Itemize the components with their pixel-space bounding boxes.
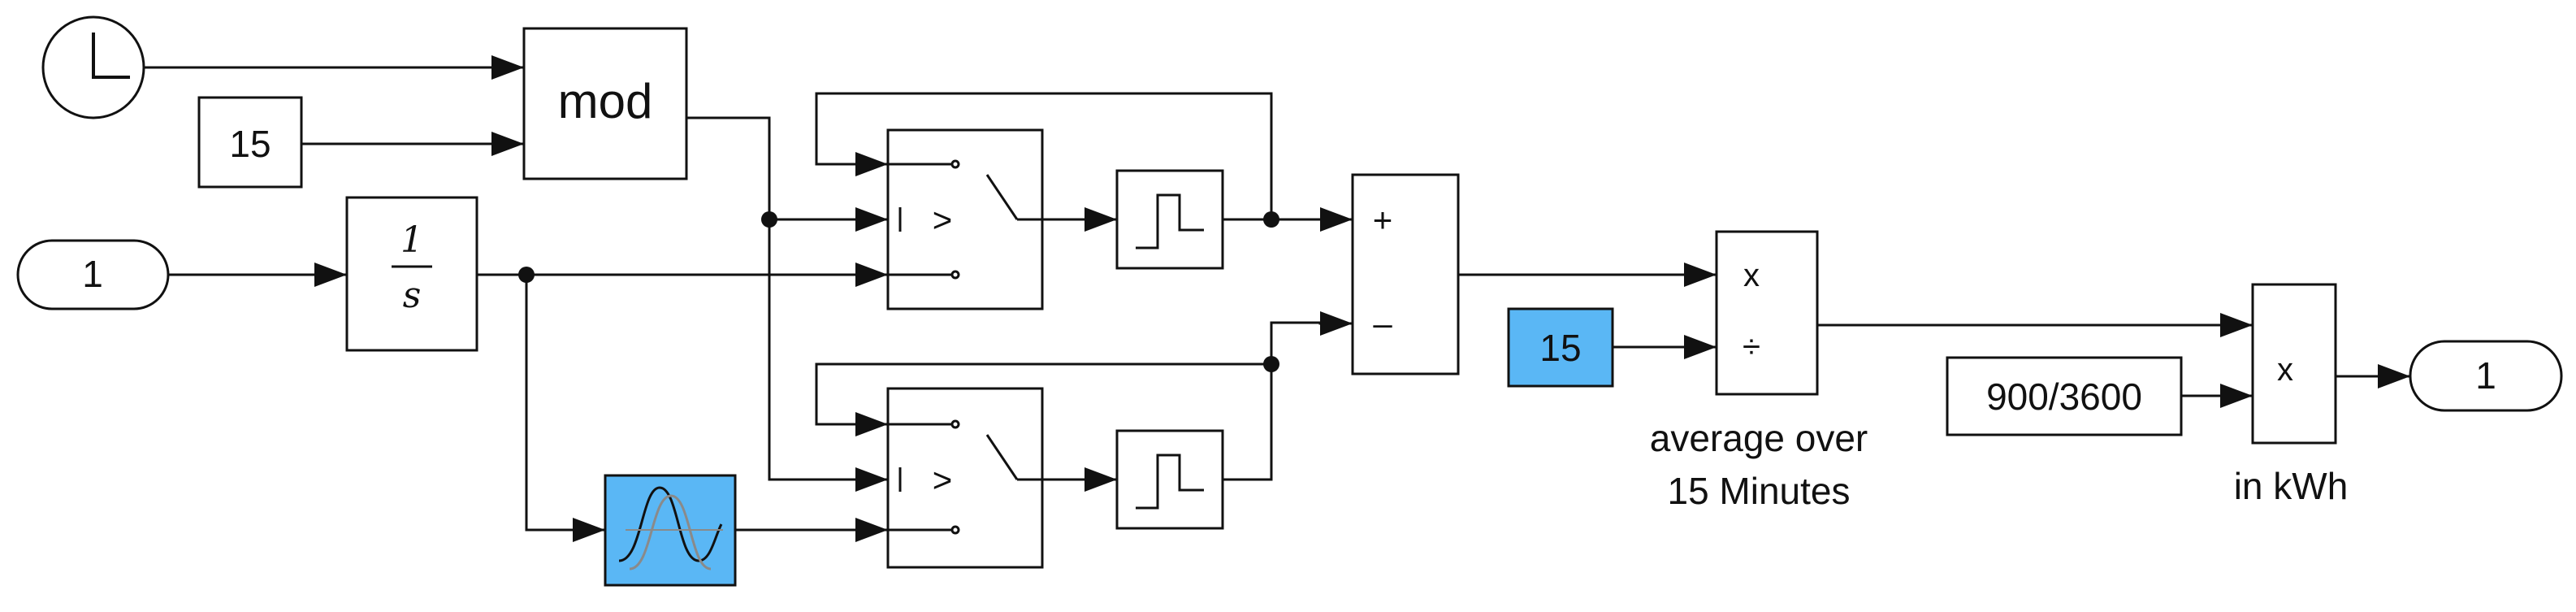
switch-bottom-block[interactable]: >	[886, 387, 1044, 569]
line-mod-to-branch	[686, 116, 771, 219]
switch-top-block[interactable]: >	[886, 128, 1044, 310]
constant-15-block[interactable]: 15	[197, 96, 303, 189]
outport-1-label: 1	[2475, 354, 2496, 397]
annotation-kwh: in kWh	[2234, 465, 2349, 507]
zoh-top-icon	[1136, 193, 1204, 250]
clock-block[interactable]	[41, 15, 145, 119]
line-branch-to-delay	[525, 275, 605, 542]
zoh-bottom-icon	[1136, 454, 1204, 510]
zoh-top-block[interactable]	[1115, 169, 1224, 270]
branch-points	[518, 211, 1279, 372]
branch-point-zoh-top	[1263, 211, 1279, 228]
constant-ratio-label: 900/3600	[1986, 375, 2142, 418]
switch-bottom-symbol: >	[933, 461, 953, 499]
line-feedback-top	[815, 92, 1273, 219]
divide-multiply-symbol: x	[1743, 258, 1760, 293]
sum-minus: –	[1373, 304, 1392, 342]
integrator-numerator: 1	[400, 219, 423, 261]
integrator-block[interactable]: 1 s	[345, 196, 478, 352]
constant-15-label: 15	[229, 123, 271, 165]
constant-15-blue-label: 15	[1539, 327, 1581, 369]
transport-delay-block[interactable]	[604, 474, 737, 587]
annotation-average-line1: average over	[1650, 417, 1868, 459]
branch-point-integrator	[518, 267, 535, 283]
line-feedback-bottom	[815, 362, 1271, 436]
sum-plus: +	[1373, 201, 1393, 239]
product-multiply-symbol: x	[2277, 352, 2293, 388]
mod-block[interactable]: mod	[522, 27, 688, 180]
zoh-bottom-block[interactable]	[1115, 429, 1224, 530]
constant-ratio-block[interactable]: 900/3600	[1946, 356, 2183, 436]
switch-top-symbol: >	[933, 201, 953, 239]
branch-point-mod	[761, 211, 777, 228]
wave-icon	[618, 486, 723, 571]
line-zoh-bottom-to-sum	[1223, 311, 1353, 481]
annotation-average-line2: 15 Minutes	[1667, 470, 1850, 512]
sum-block[interactable]: + –	[1351, 173, 1460, 375]
branch-point-zoh-bottom	[1263, 356, 1279, 372]
mod-label: mod	[558, 74, 653, 128]
divide-block[interactable]: x ÷	[1715, 230, 1819, 396]
outport-1-block[interactable]: 1	[2409, 340, 2563, 412]
divide-divide-symbol: ÷	[1743, 329, 1760, 365]
signal-lines	[144, 55, 2410, 542]
switch-bottom-icon	[888, 419, 1042, 535]
clock-icon	[92, 33, 130, 79]
switch-top-icon	[888, 159, 1042, 280]
product-block[interactable]: x	[2251, 283, 2337, 445]
constant-15-blue-block[interactable]: 15	[1507, 307, 1614, 388]
integrator-denominator: s	[403, 275, 422, 316]
line-branch-to-switch-bottom	[768, 219, 888, 492]
inport-1-block[interactable]: 1	[16, 239, 170, 310]
inport-1-label: 1	[82, 253, 103, 295]
